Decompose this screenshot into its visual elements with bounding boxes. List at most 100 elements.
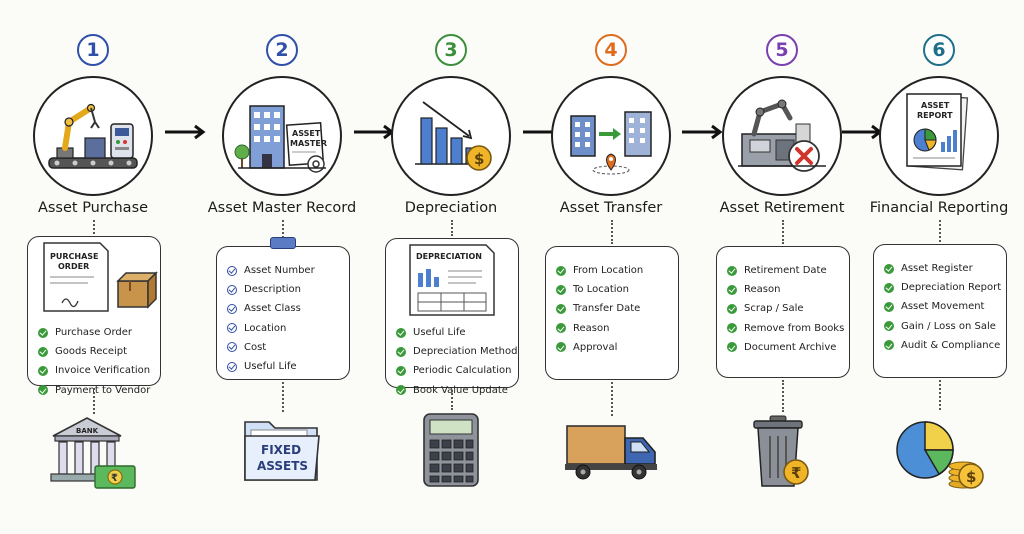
svg-text:ASSET: ASSET [921, 101, 950, 110]
trash-rupee-icon: ₹ [742, 412, 822, 496]
list-item: Retirement Date [727, 261, 849, 280]
svg-text:₹: ₹ [111, 473, 118, 484]
list-item: Reason [727, 280, 849, 299]
calculator-icon [416, 410, 486, 494]
list-item: Document Archive [727, 338, 849, 357]
check-icon [884, 340, 894, 351]
checklist: Asset Register Depreciation Report Asset… [874, 259, 1006, 355]
step-number-1: 1 [77, 34, 109, 66]
svg-text:ASSETS: ASSETS [257, 459, 308, 473]
list-item: Gain / Loss on Sale [884, 317, 1006, 336]
check-icon [556, 284, 566, 295]
check-icon [884, 301, 894, 312]
stage-detail-card: DEPRECIATION Useful Life Depreciation Me… [385, 238, 519, 396]
list-item: Approval [556, 338, 678, 357]
svg-text:FIXED: FIXED [261, 443, 301, 457]
list-item: Payment to Vendor [38, 381, 160, 400]
checklist: Useful Life Depreciation Method Periodic… [386, 323, 518, 400]
list-item: Useful Life [396, 323, 518, 342]
check-icon [556, 303, 566, 314]
list-item: From Location [556, 261, 678, 280]
checklist: Retirement Date Reason Scrap / Sale Remo… [717, 261, 849, 357]
stage-detail-card: From Location To Location Transfer Date … [545, 246, 679, 380]
svg-text:BANK: BANK [76, 427, 99, 435]
check-icon [38, 385, 48, 396]
building-asset-master-icon: ASSET MASTER [222, 76, 342, 196]
checklist: Asset Number Description Asset Class Loc… [217, 261, 349, 376]
check-icon [227, 303, 237, 314]
list-item: Purchase Order [38, 323, 160, 342]
list-item: Depreciation Method [396, 342, 518, 361]
depreciation-sheet-icon: DEPRECIATION [386, 239, 518, 319]
flow-arrow-icon [680, 124, 724, 140]
svg-text:ORDER: ORDER [58, 262, 89, 271]
list-item: Invoice Verification [38, 361, 160, 380]
dotted-connector [782, 380, 784, 412]
svg-text:$: $ [966, 468, 976, 486]
check-icon [727, 323, 737, 334]
dotted-connector [939, 380, 941, 410]
check-icon [227, 323, 237, 334]
list-item: Audit & Compliance [884, 336, 1006, 355]
list-item: Periodic Calculation [396, 361, 518, 380]
svg-text:DEPRECIATION: DEPRECIATION [416, 252, 482, 261]
step-number-3: 3 [435, 34, 467, 66]
stage-detail-card: Asset Number Description Asset Class Loc… [216, 237, 350, 380]
flow-arrow-icon [163, 124, 207, 140]
dotted-connector [611, 382, 613, 416]
list-item: Remove from Books [727, 319, 849, 338]
list-item: Useful Life [227, 357, 349, 376]
check-icon [556, 323, 566, 334]
check-icon [884, 282, 894, 293]
dotted-connector [451, 390, 453, 410]
list-item: Reason [556, 319, 678, 338]
stage-financial-reporting: 6 ASSET REPORT Financial Reporting Asset… [859, 0, 1019, 534]
list-item: Depreciation Report [884, 278, 1006, 297]
bank-cash-icon: BANK ₹ [43, 414, 143, 498]
robot-arm-factory-icon [33, 76, 153, 196]
stage-detail-card: Retirement Date Reason Scrap / Sale Remo… [716, 246, 850, 378]
check-icon [396, 385, 406, 396]
list-item: Asset Number [227, 261, 349, 280]
purchase-order-box-icon: PURCHASE ORDER [28, 237, 160, 317]
check-icon [727, 303, 737, 314]
stage-asset-purchase: 1 Asset Purchase [13, 0, 173, 534]
svg-text:$: $ [474, 150, 484, 168]
truck-icon [561, 418, 661, 486]
list-item: Goods Receipt [38, 342, 160, 361]
step-number-5: 5 [766, 34, 798, 66]
stage-asset-master-record: 2 ASSET MASTER Asset Master Record [202, 0, 362, 534]
check-icon [227, 361, 237, 372]
check-icon [884, 263, 894, 274]
check-icon [727, 342, 737, 353]
stage-title: Asset Transfer [559, 200, 663, 216]
list-item: Cost [227, 338, 349, 357]
list-item: Asset Class [227, 299, 349, 318]
check-icon [38, 346, 48, 357]
step-number-6: 6 [923, 34, 955, 66]
stage-title: Asset Master Record [207, 200, 357, 216]
check-icon [396, 365, 406, 376]
stage-title: Depreciation [404, 200, 498, 216]
stage-detail-card: PURCHASE ORDER Purchase Order Goods Rece… [27, 236, 161, 396]
declining-bars-coin-icon: $ [391, 76, 511, 196]
list-item: Location [227, 319, 349, 338]
stage-detail-card: Asset Register Depreciation Report Asset… [873, 244, 1007, 378]
check-icon [884, 321, 894, 332]
check-icon [396, 346, 406, 357]
step-number-2: 2 [266, 34, 298, 66]
list-item: Transfer Date [556, 299, 678, 318]
dotted-connector [451, 220, 453, 236]
asset-report-icon: ASSET REPORT [879, 76, 999, 196]
stage-title: Asset Purchase [37, 200, 149, 216]
check-icon [227, 284, 237, 295]
list-item: Asset Movement [884, 297, 1006, 316]
folder-icon: FIXED ASSETS [237, 412, 327, 490]
stage-title: Asset Retirement [719, 200, 845, 216]
check-icon [38, 365, 48, 376]
list-item: Description [227, 280, 349, 299]
building-transfer-icon [551, 76, 671, 196]
check-icon [727, 265, 737, 276]
list-item: To Location [556, 280, 678, 299]
checklist: From Location To Location Transfer Date … [546, 261, 678, 357]
